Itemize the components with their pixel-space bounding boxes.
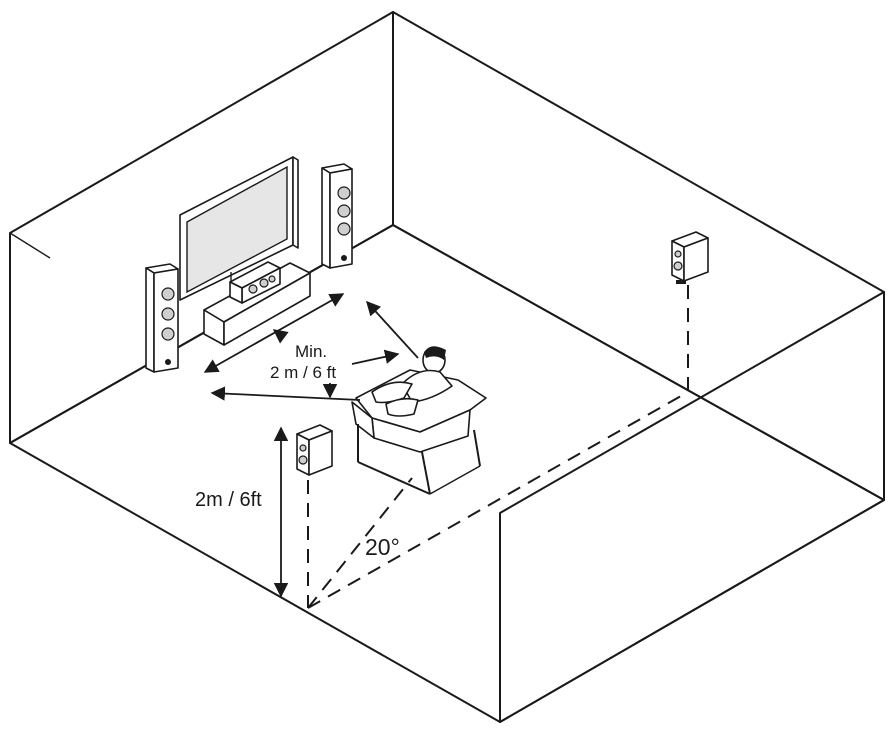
room-box (9, 11, 885, 723)
angle-line-to-rear (307, 391, 689, 609)
television (179, 156, 299, 301)
rear-right-surround-speaker (671, 231, 709, 284)
angle-lines (307, 391, 689, 609)
arrow-to-left-speaker (210, 386, 361, 401)
height-label: 2m / 6ft (195, 489, 262, 511)
min-distance-label-line1: Min. (295, 342, 327, 361)
left-surround-speaker (296, 424, 333, 476)
front-right-tower-speaker (321, 163, 353, 269)
wall-trim-line (9, 232, 51, 259)
angle-label: 20° (365, 534, 400, 560)
arrow-to-right-speaker (366, 300, 419, 359)
distance-arrows (203, 293, 419, 401)
floor (9, 224, 885, 723)
front-right-wall-cutaway (499, 291, 885, 723)
armchair-with-listener (351, 346, 487, 495)
label-pointer-right (351, 349, 400, 365)
label-pointer-left (272, 329, 289, 344)
center-speaker (229, 261, 281, 304)
min-distance-label-line2: 2 m / 6 ft (270, 363, 336, 382)
front-left-tower-speaker (145, 263, 179, 373)
angle-line-to-chair (307, 477, 413, 609)
